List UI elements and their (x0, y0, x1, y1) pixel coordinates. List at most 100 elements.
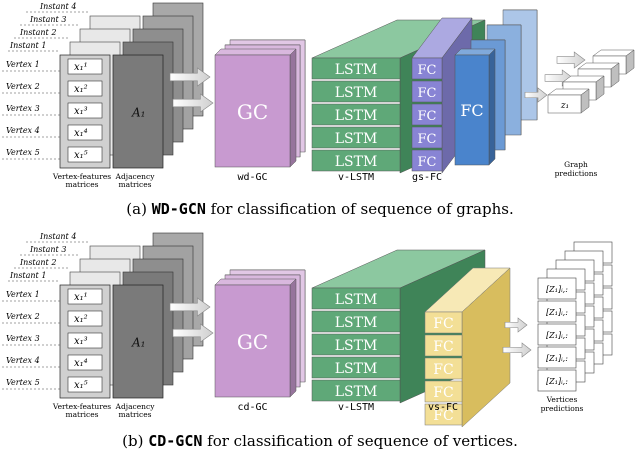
fc-yellow-cell (424, 311, 463, 334)
lstm-label: LSTM (335, 315, 378, 331)
lstm-label: LSTM (335, 85, 378, 101)
feature-value: x₁⁵ (74, 150, 88, 161)
output-cell (537, 369, 577, 392)
fc-label: FC (418, 132, 437, 147)
fc1-caption: gs-FC (412, 172, 442, 183)
lstm-cell (311, 287, 401, 310)
vertex-label: Vertex 3 (6, 104, 40, 113)
instant-label: Instant 4 (39, 2, 76, 11)
output-label: [Z₁]ᵢ,: (546, 331, 568, 340)
out-caption-1: Vertices (546, 395, 578, 404)
vertex-label: Vertex 2 (6, 82, 40, 91)
feature-cell (67, 80, 103, 97)
instant-label: Instant 3 (29, 245, 66, 254)
feature-cell (67, 310, 103, 327)
fc-yellow-cell (424, 380, 463, 403)
fc-yellow-cell (424, 334, 463, 357)
gc-label: GC (237, 330, 268, 354)
gc-block-top (214, 278, 297, 286)
adjacency-label: A₁ (131, 106, 145, 120)
output-box (547, 88, 590, 114)
instant-label: Instant 1 (9, 271, 46, 280)
vf-caption-2: matrices (65, 180, 98, 189)
output-cell (537, 277, 577, 300)
lstm-label: LSTM (335, 131, 378, 147)
gc-caption: wd-GC (237, 172, 267, 183)
vertex-label: Vertex 5 (6, 148, 40, 157)
vertex-label: Vertex 1 (6, 290, 40, 299)
caption-b-model: CD-GCN (148, 432, 202, 450)
lstm-cell (311, 333, 401, 356)
lstm-label: LSTM (335, 338, 378, 354)
vf-caption-2: matrices (65, 410, 98, 419)
fc-purple-cell (411, 103, 443, 126)
gc-block-front (214, 284, 291, 398)
caption-a-rest: for classification of sequence of graphs… (206, 200, 514, 218)
adj-caption-2: matrices (118, 180, 151, 189)
vertex-label: Vertex 4 (6, 356, 40, 365)
lstm-caption: v-LSTM (338, 172, 374, 183)
output-label: [Z₁]ᵢ,: (546, 285, 568, 294)
adj-caption-2: matrices (118, 410, 151, 419)
input-arrow (172, 93, 214, 113)
instant-label: Instant 2 (19, 258, 56, 267)
caption-a-model: WD-GCN (152, 200, 206, 218)
input-arrow (169, 67, 211, 87)
feature-value: x₁⁴ (74, 358, 88, 369)
output-label: [Z₁]ᵢ,: (546, 377, 568, 386)
feature-cell (67, 354, 103, 371)
caption-b-rest: for classification of sequence of vertic… (202, 432, 517, 450)
lstm-cell (311, 149, 401, 172)
instant-label: Instant 3 (29, 15, 66, 24)
gc-block-side (289, 48, 297, 168)
fc-blue-block (454, 48, 496, 166)
gc-block-front (214, 54, 291, 168)
fc-label: FC (433, 408, 453, 424)
feature-value: x₁¹ (74, 292, 88, 303)
output-arrow (504, 317, 528, 333)
vf-caption-1: Vertex-features (52, 402, 111, 411)
gc-caption: cd-GC (237, 402, 267, 413)
lstm-label: LSTM (335, 292, 378, 308)
vf-caption-1: Vertex-features (52, 172, 111, 181)
caption-a-prefix: (a) (126, 200, 151, 218)
fc-yellow-cell (424, 403, 463, 426)
output-label: z₁ (560, 101, 569, 111)
fc-blue-block-side (488, 48, 496, 166)
feature-cell (67, 332, 103, 349)
instant-label: Instant 4 (39, 232, 76, 241)
instant-label: Instant 2 (19, 28, 56, 37)
adjacency-matrix (112, 54, 164, 169)
feature-value: x₁¹ (74, 62, 88, 73)
output-label: [Z₁]ᵢ,: (546, 308, 568, 317)
vertex-label: Vertex 1 (6, 60, 40, 69)
lstm-label: LSTM (335, 361, 378, 377)
vertex-label: Vertex 3 (6, 334, 40, 343)
fc-yellow-cell (424, 357, 463, 380)
output-arrow (556, 51, 586, 69)
adj-caption-1: Adjacency (115, 172, 156, 181)
vertex-label: Vertex 4 (6, 126, 40, 135)
lstm-label: LSTM (335, 108, 378, 124)
lstm-label: LSTM (335, 154, 378, 170)
fc-label: FC (418, 109, 437, 124)
gc-block (214, 278, 297, 398)
fc-label: FC (418, 63, 437, 78)
output-arrow (502, 342, 532, 358)
fc-purple-cell (411, 149, 443, 172)
out-caption-1: Graph (564, 160, 588, 169)
caption-b-prefix: (b) (122, 432, 148, 450)
output-label: [Z₁]ᵢ,: (546, 354, 568, 363)
feature-cell (67, 146, 103, 163)
input-arrow (172, 323, 214, 343)
gc-label: GC (237, 100, 268, 124)
lstm-cell (311, 57, 401, 80)
fc-blue-label: FC (460, 101, 483, 120)
fc-purple-cell (411, 126, 443, 149)
feature-cell (67, 58, 103, 75)
fc-label: FC (433, 339, 453, 355)
feature-cell (67, 124, 103, 141)
feature-value: x₁³ (74, 336, 88, 347)
